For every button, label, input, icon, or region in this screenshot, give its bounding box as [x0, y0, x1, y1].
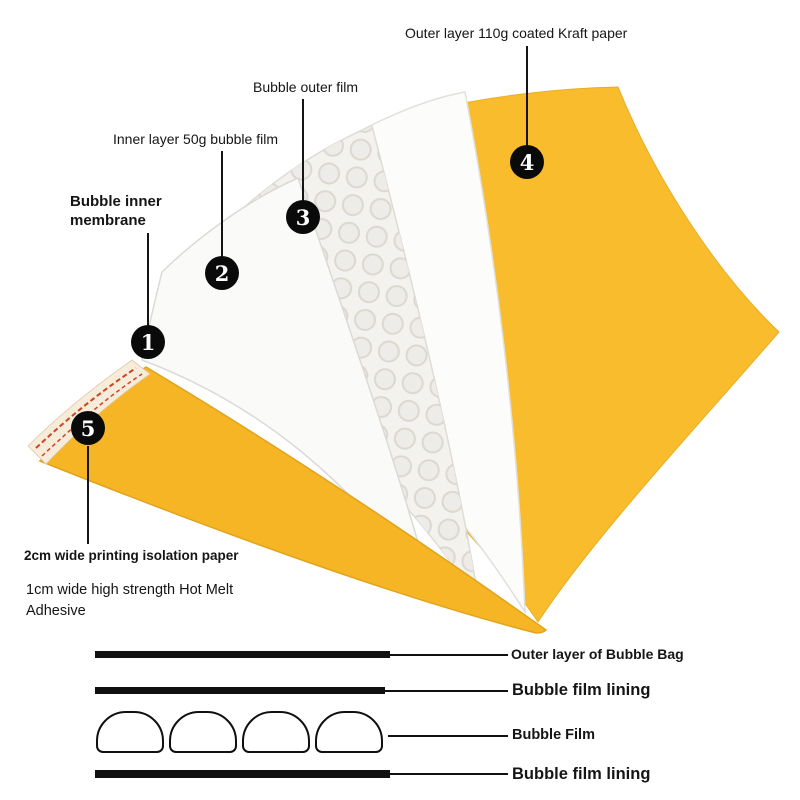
outer-layer-leader-line	[390, 654, 508, 656]
cross-section-top-lining-bar	[95, 687, 385, 694]
callout-line-inner-membrane	[147, 233, 149, 326]
cross-section-top-lining-label: Bubble film lining	[512, 681, 651, 699]
callout-badge-5: 5	[71, 411, 105, 445]
bubble-cell	[242, 711, 310, 753]
callout-badge-3: 3	[286, 200, 320, 234]
callout-badge-1: 1	[131, 325, 165, 359]
callout-line-inner-bubble-film	[221, 151, 223, 257]
callout-badge-2: 2	[205, 256, 239, 290]
bubble-cell	[169, 711, 237, 753]
cross-section-bottom-lining-label: Bubble film lining	[512, 765, 651, 783]
strip-print-lines	[35, 367, 137, 449]
cross-section-bubble-film-label: Bubble Film	[512, 727, 595, 743]
callout-label-kraft-paper: Outer layer 110g coated Kraft paper	[405, 25, 628, 41]
callout-label-inner-bubble-film: Inner layer 50g bubble film	[113, 131, 278, 147]
bubble-film-leader-line	[388, 735, 508, 737]
callout-label-isolation-paper: 2cm wide printing isolation paper	[24, 548, 239, 563]
cross-section-bottom-lining-bar	[95, 770, 390, 778]
callout-badge-4: 4	[510, 145, 544, 179]
callout-line-bubble-outer-film	[302, 99, 304, 201]
bottom-lining-leader-line	[390, 773, 508, 775]
callout-label-inner-membrane: Bubble inner membrane	[70, 193, 162, 229]
top-lining-leader-line	[385, 690, 508, 692]
hot-melt-adhesive-note: 1cm wide high strength Hot Melt Adhesive	[26, 582, 234, 620]
callout-line-isolation-paper	[87, 446, 89, 544]
bubble-cell	[315, 711, 383, 753]
cross-section-outer-layer-label: Outer layer of Bubble Bag	[511, 646, 684, 662]
callout-line-kraft-paper	[526, 46, 528, 146]
cross-section-outer-layer-bar	[95, 651, 390, 658]
cross-section-bubble-row	[96, 711, 383, 753]
callout-label-bubble-outer-film: Bubble outer film	[253, 79, 359, 95]
bubble-cell	[96, 711, 164, 753]
